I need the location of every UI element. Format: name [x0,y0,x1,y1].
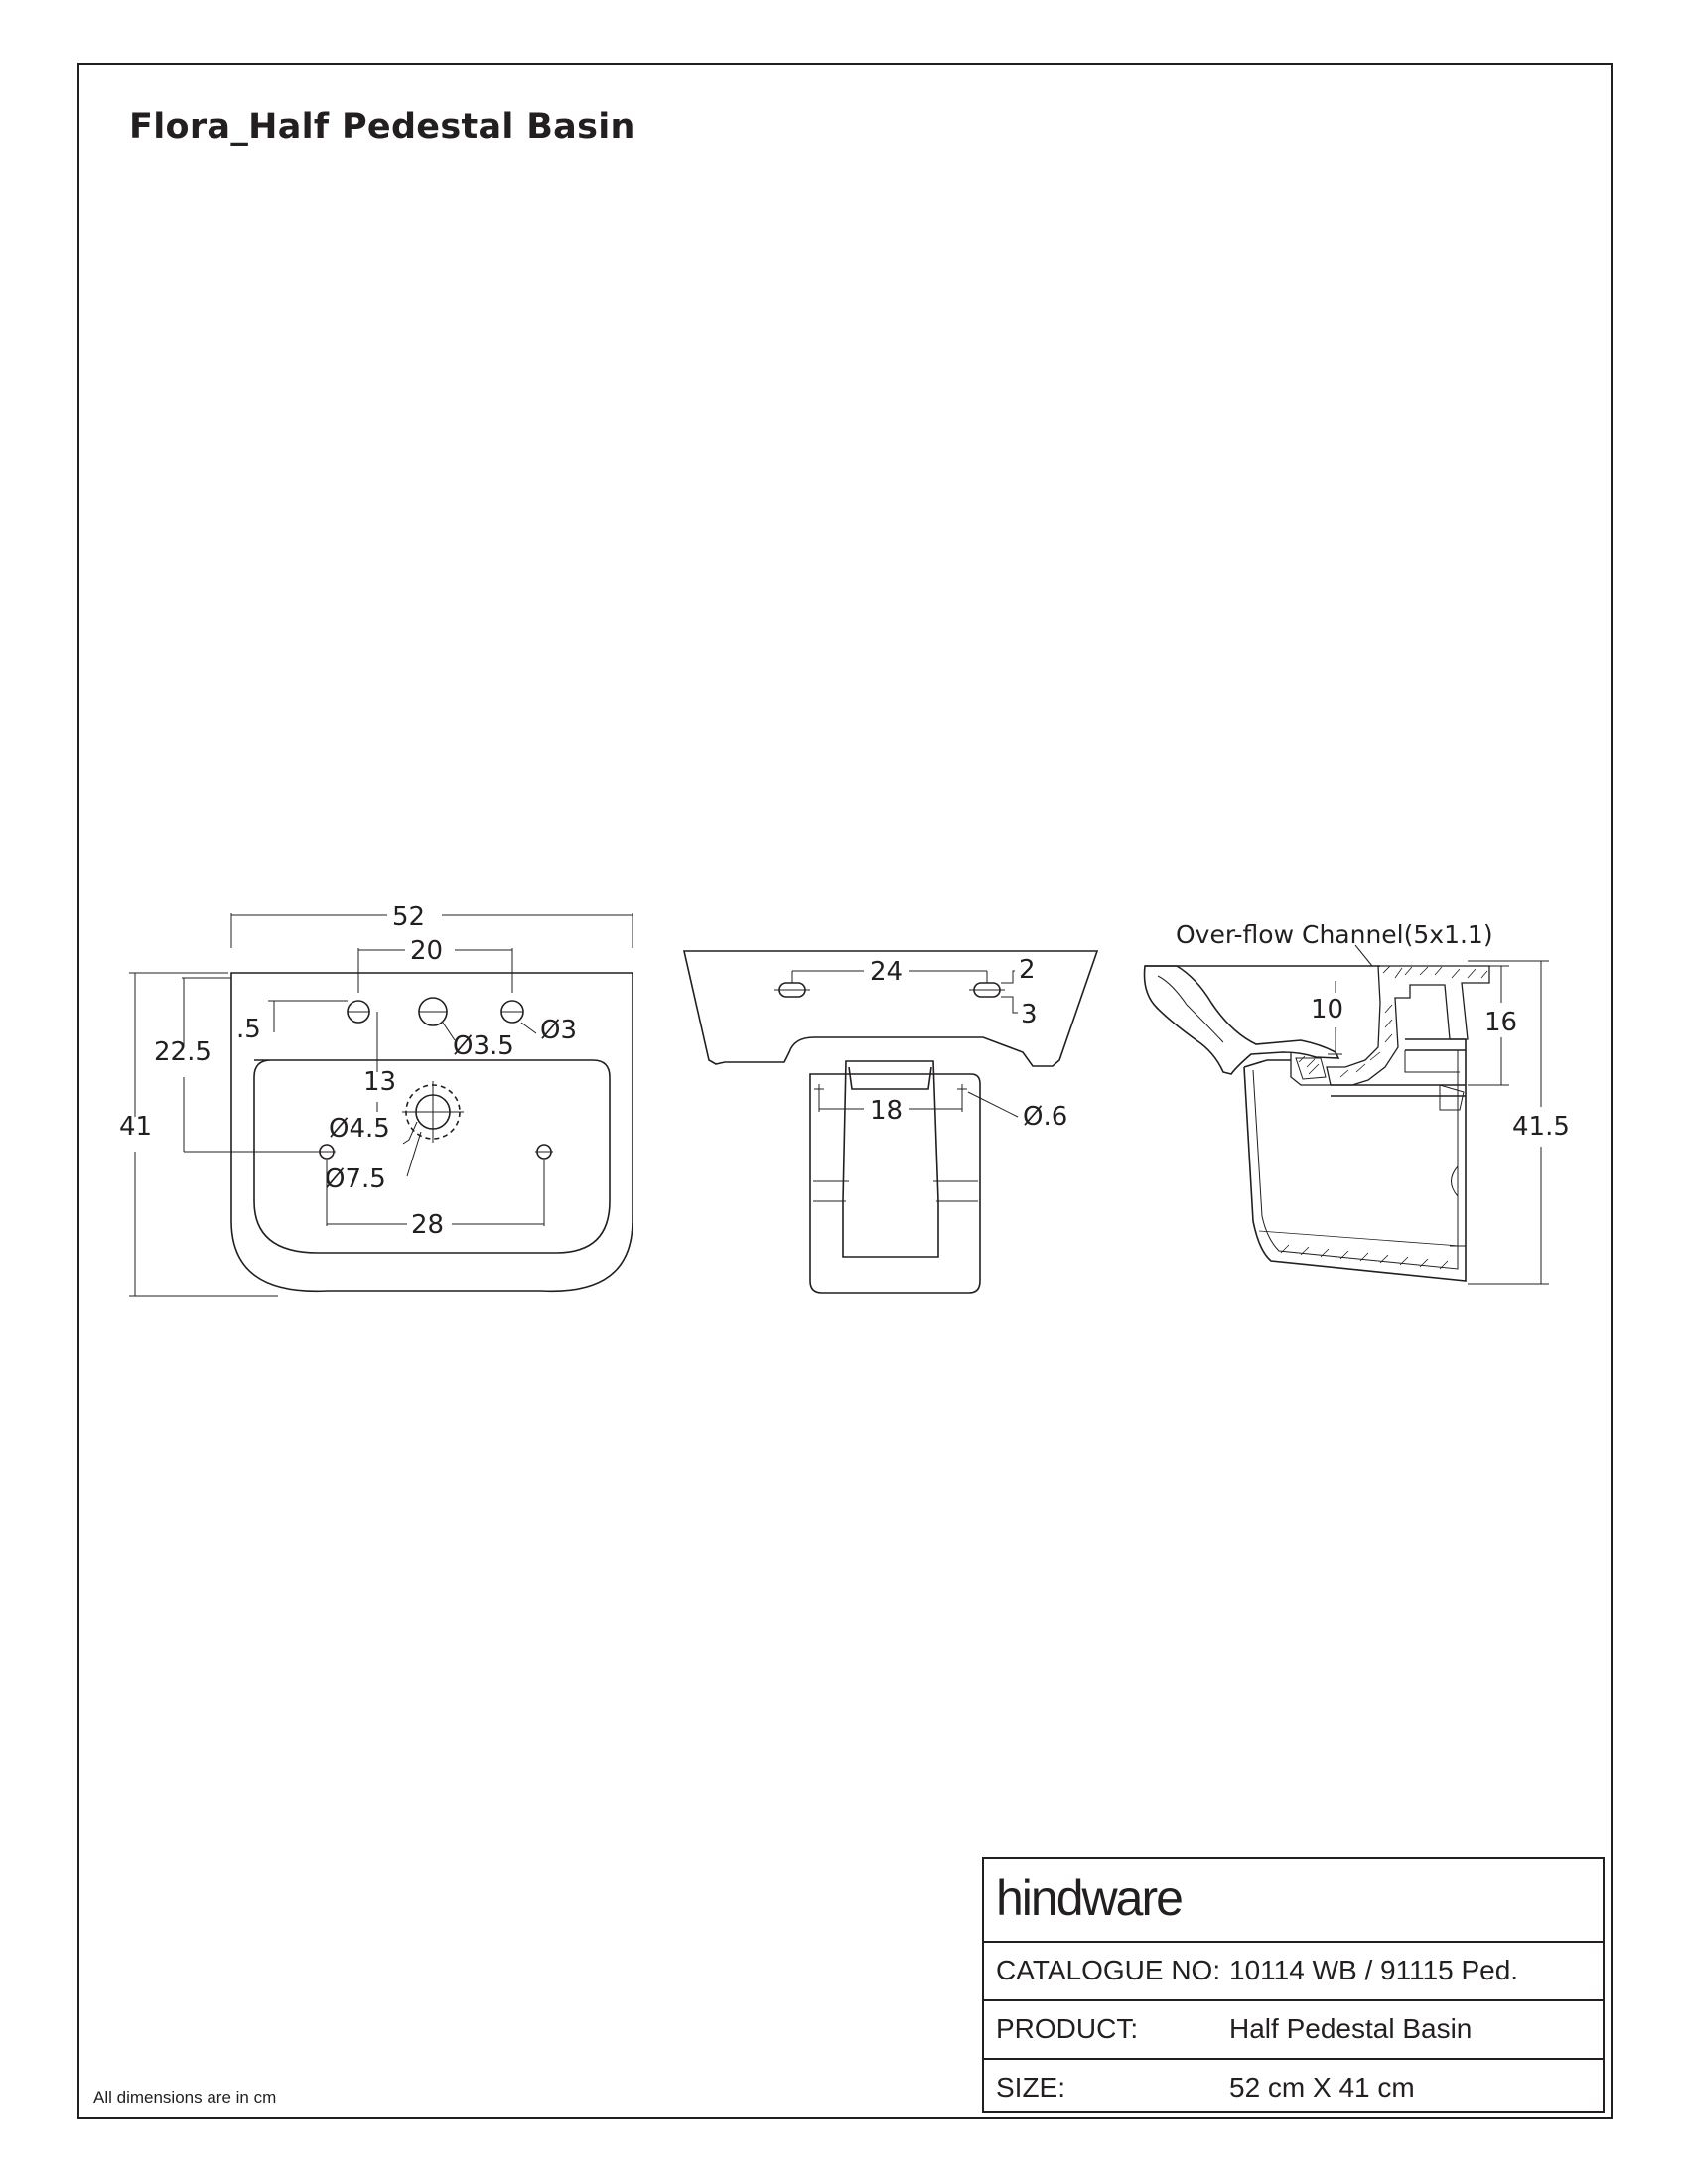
dim-10: 10 [1311,995,1343,1024]
dimensions-note: All dimensions are in cm [93,2088,277,2107]
pedestal-outline [809,1073,981,1294]
bowl-outline [253,1059,611,1254]
dim-2: 2 [1019,955,1036,985]
title-block: hindware CATALOGUE NO: 10114 WB / 91115 … [982,1857,1605,2113]
dim-waste-inner-dia: Ø4.5 [329,1114,390,1144]
product-value: Half Pedestal Basin [1229,2013,1473,2044]
page-title: Flora_Half Pedestal Basin [129,107,635,147]
dim-fixing-hole-dia: Ø.6 [1023,1102,1067,1132]
drawing-frame [77,63,1613,2119]
dim-overall-height: 41.5 [1512,1112,1570,1142]
basin-front-outline [682,950,1099,1067]
dim-tap-spacing: 20 [410,936,443,966]
pedestal-side [1243,1039,1467,1282]
dim-3: 3 [1021,1000,1038,1029]
overflow-channel-label: Over-flow Channel(5x1.1) [1176,920,1493,949]
catalogue-label: CATALOGUE NO: [996,1955,1221,1985]
dim-overall-depth: 41 [119,1112,152,1142]
product-label: PRODUCT: [996,2013,1139,2044]
basin-lip [1143,965,1340,1075]
basin-outline [230,972,633,1293]
pedestal-inner [842,1060,939,1258]
dimension-labels: 52 20 .5 22.5 41 Ø3.5 Ø3 13 Ø4.5 Ø7.5 28… [119,902,1570,1240]
dim-tap-hole-dia: Ø3.5 [453,1031,514,1061]
dim-fixing-spacing: 28 [411,1210,444,1240]
dim-waste-offset: 13 [363,1067,396,1097]
dim-offset: .5 [236,1015,261,1044]
dim-16: 16 [1484,1008,1517,1037]
overflow-channel [1326,965,1490,1086]
dim-front-fixing-spacing: 24 [870,957,903,987]
title-block-row-size: SIZE: 52 cm X 41 cm [984,2060,1603,2116]
title-block-logo-row: hindware [984,1859,1603,1943]
size-value: 52 cm X 41 cm [1229,2072,1415,2103]
title-block-row-product: PRODUCT: Half Pedestal Basin [984,2001,1603,2060]
dim-pedestal-fixing-spacing: 18 [870,1096,903,1126]
brand-logo: hindware [996,1870,1184,1926]
dim-side-hole-dia: Ø3 [540,1016,577,1045]
size-label: SIZE: [996,2072,1066,2103]
dim-depth-to-tap: 22.5 [154,1037,211,1067]
top-view [129,913,633,1297]
catalogue-value: 10114 WB / 91115 Ped. [1229,1955,1519,1985]
dim-width: 52 [392,902,425,932]
dim-waste-outer-dia: Ø7.5 [325,1164,386,1194]
side-view [1143,944,1549,1285]
title-block-row-catalogue: CATALOGUE NO: 10114 WB / 91115 Ped. [984,1943,1603,2001]
front-view [682,950,1099,1294]
